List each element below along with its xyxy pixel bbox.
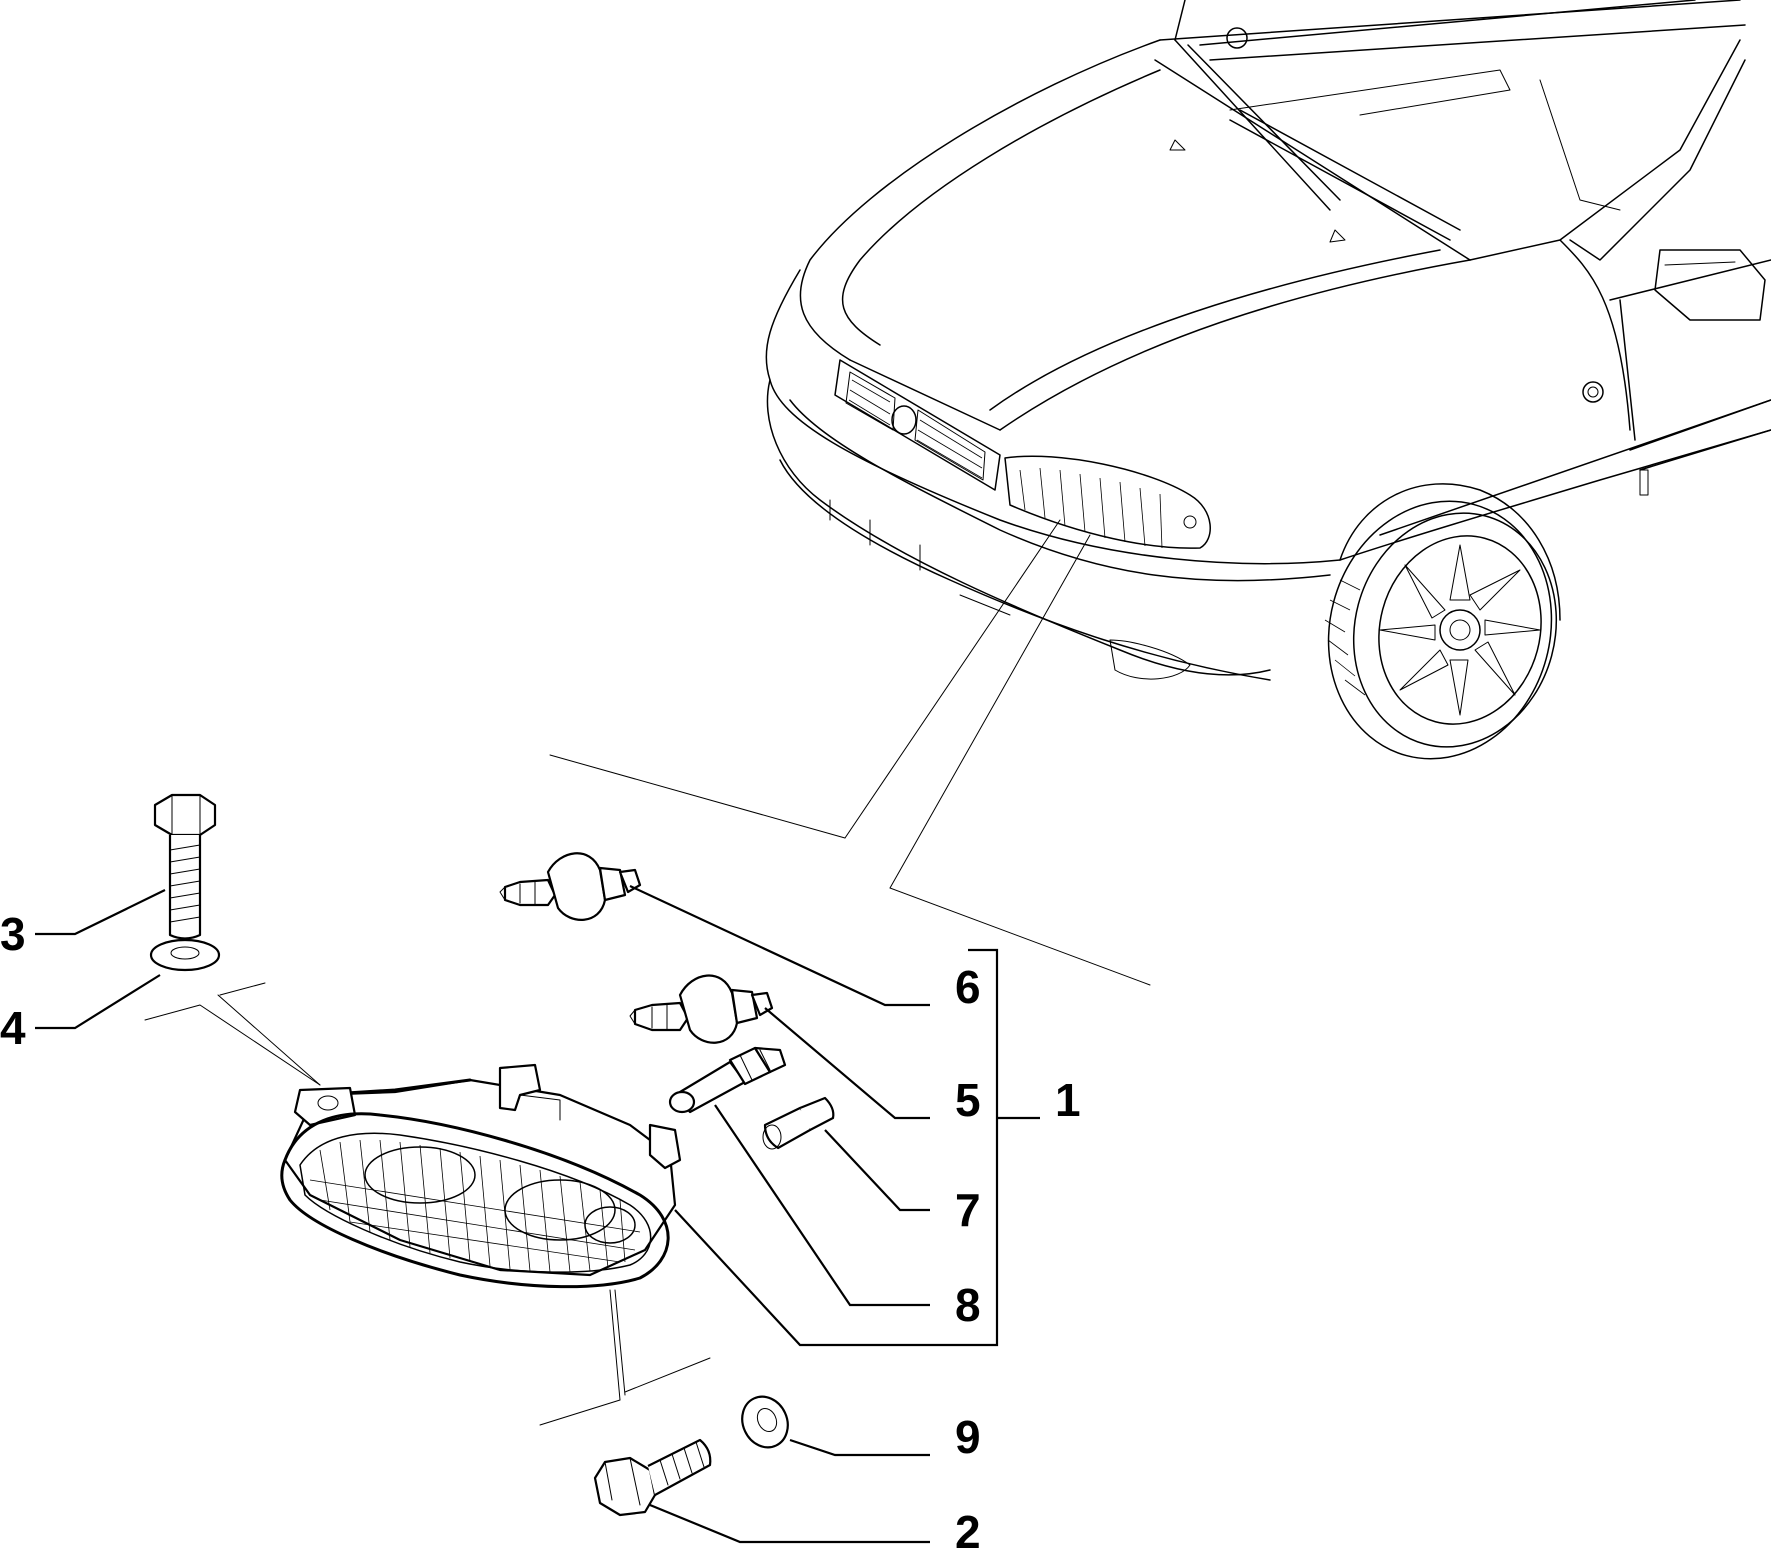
callout-2: 2	[955, 1506, 981, 1550]
callout-5: 5	[955, 1074, 981, 1126]
leader-lines	[35, 885, 1040, 1544]
callout-1: 1	[1055, 1074, 1081, 1126]
part-bulb-7	[762, 1096, 835, 1150]
callout-labels: 3 4 6 5 1 7 8 9 2	[0, 908, 1081, 1550]
callout-7: 7	[955, 1184, 981, 1236]
part-bolt-3	[153, 793, 217, 940]
callout-3: 3	[0, 908, 26, 960]
callout-9: 9	[955, 1411, 981, 1463]
callout-6: 6	[955, 961, 981, 1013]
part-headlamp-assembly-1	[144, 982, 711, 1426]
part-washer-4	[149, 938, 221, 972]
part-bolt-2	[593, 1438, 712, 1517]
part-bulb-8	[668, 1046, 787, 1114]
callout-4: 4	[0, 1002, 26, 1054]
part-washer-9	[741, 1395, 789, 1449]
part-bulb-5	[629, 974, 774, 1044]
car-front-illustration	[549, 0, 1771, 986]
part-bulb-6	[499, 852, 642, 921]
callout-8: 8	[955, 1279, 981, 1331]
